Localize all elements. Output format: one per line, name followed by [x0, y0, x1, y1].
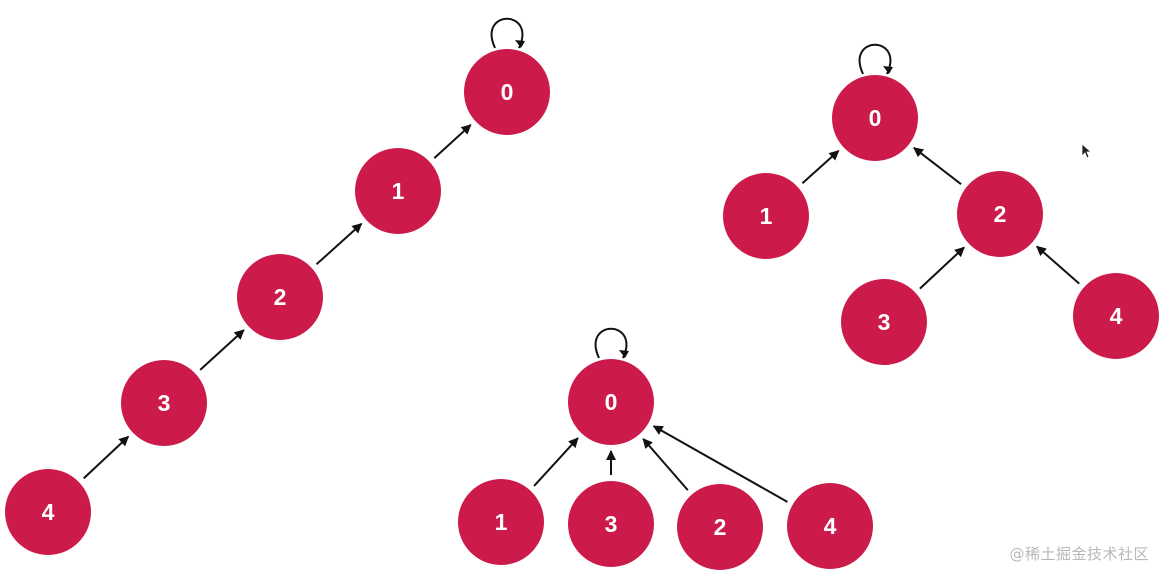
edge-branched-tree-b1-to-b0 — [801, 150, 840, 184]
node-circle — [355, 148, 441, 234]
self-loop-arrowhead-branched-tree — [883, 66, 893, 74]
node-label: 2 — [714, 514, 727, 540]
node-branched-tree-1: 1 — [723, 173, 809, 259]
node-flat-tree-4: 4 — [787, 483, 873, 569]
node-label: 1 — [392, 178, 405, 204]
node-circle — [237, 254, 323, 340]
node-label: 4 — [42, 499, 55, 525]
node-chain-tree-4: 4 — [5, 469, 91, 555]
edge-chain-tree-c2-to-c1 — [315, 222, 363, 266]
node-label: 3 — [605, 511, 618, 537]
node-circle — [1073, 273, 1159, 359]
self-loop-arrowhead-chain-tree — [515, 40, 525, 48]
node-label: 4 — [1110, 303, 1123, 329]
node-label: 0 — [501, 79, 514, 105]
edge-flat-tree-f1-to-f0 — [533, 437, 579, 487]
node-label: 2 — [994, 201, 1007, 227]
node-label: 4 — [824, 513, 837, 539]
node-flat-tree-3: 3 — [568, 481, 654, 567]
edges-layer — [83, 17, 1080, 503]
node-label: 3 — [878, 309, 891, 335]
edge-branched-tree-b4-to-b2 — [1036, 245, 1080, 285]
node-circle — [568, 481, 654, 567]
node-circle — [723, 173, 809, 259]
node-label: 1 — [760, 203, 773, 229]
nodes-layer: 0 1 2 3 4 0 1 2 3 4 0 1 3 2 4 — [5, 49, 1159, 570]
node-flat-tree-1: 1 — [458, 479, 544, 565]
node-branched-tree-4: 4 — [1073, 273, 1159, 359]
node-chain-tree-3: 3 — [121, 360, 207, 446]
node-circle — [464, 49, 550, 135]
node-chain-tree-1: 1 — [355, 148, 441, 234]
node-circle — [841, 279, 927, 365]
node-circle — [121, 360, 207, 446]
mouse-pointer-icon — [1081, 143, 1093, 159]
node-branched-tree-0: 0 — [832, 75, 918, 161]
self-loop-flat-tree-root — [594, 327, 628, 359]
node-circle — [458, 479, 544, 565]
self-loop-branched-tree-root — [858, 43, 892, 75]
edge-branched-tree-b3-to-b2 — [919, 246, 965, 290]
self-loop-chain-tree-root — [490, 17, 524, 49]
edge-branched-tree-b2-to-b0 — [913, 147, 962, 185]
node-circle — [957, 171, 1043, 257]
watermark-text: @稀土掘金技术社区 — [1009, 545, 1149, 563]
node-circle — [568, 359, 654, 445]
edge-chain-tree-c1-to-c0 — [433, 124, 472, 159]
node-label: 2 — [274, 284, 287, 310]
node-label: 0 — [605, 389, 618, 415]
edge-chain-tree-c3-to-c2 — [199, 329, 245, 371]
node-circle — [832, 75, 918, 161]
node-branched-tree-2: 2 — [957, 171, 1043, 257]
node-chain-tree-0: 0 — [464, 49, 550, 135]
self-loop-arrowhead-flat-tree — [619, 350, 629, 358]
node-circle — [787, 483, 873, 569]
node-branched-tree-3: 3 — [841, 279, 927, 365]
node-flat-tree-0: 0 — [568, 359, 654, 445]
edge-flat-tree-f4-to-f0 — [652, 425, 788, 503]
edge-chain-tree-c4-to-c3 — [83, 435, 130, 480]
node-label: 0 — [869, 105, 882, 131]
node-circle — [5, 469, 91, 555]
node-circle — [677, 484, 763, 570]
node-chain-tree-2: 2 — [237, 254, 323, 340]
node-flat-tree-2: 2 — [677, 484, 763, 570]
node-label: 1 — [495, 509, 508, 535]
edge-flat-tree-f2-to-f0 — [642, 438, 689, 491]
node-label: 3 — [158, 390, 171, 416]
